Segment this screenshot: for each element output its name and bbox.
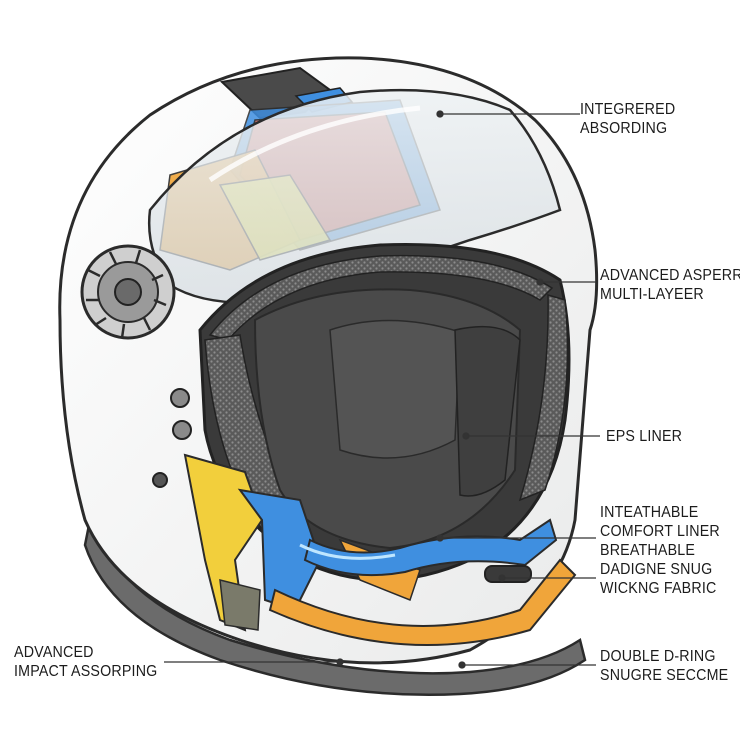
chin-strap-blue: [303, 518, 558, 577]
cheek-pad-right: [518, 293, 569, 502]
callout-line: INTEATHABLE: [600, 504, 699, 521]
visor-pivot-center: [114, 278, 142, 306]
callout-comfort-liner: INTEATHABLE COMFORT LINER BREATHABLE DAD…: [600, 503, 720, 598]
callout-line: ABSORDING: [580, 120, 668, 137]
visor-glare: [208, 105, 421, 183]
chin-strap-highlight: [299, 543, 396, 560]
callout-line: WICKNG FABRIC: [600, 580, 717, 597]
callout-line: INTEGRERED: [580, 101, 676, 118]
callout-impact-absorbing: ADVANCED IMPACT ASSORPING: [14, 643, 157, 681]
callout-line: COMFORT LINER: [600, 523, 720, 540]
side-rivet: [152, 472, 168, 488]
eps-liner-fold: [329, 319, 461, 459]
callout-line: SNUGRE SECCME: [600, 667, 729, 684]
helmet-bottom-rim: [83, 515, 587, 697]
chin-vent-button-1: [170, 388, 190, 408]
eps-liner-strip: [454, 325, 521, 497]
callout-eps-liner: EPS LINER: [606, 427, 682, 446]
callout-advanced-multilayer: ADVANCED ASPERRN MULTI-LAYEER: [600, 266, 740, 304]
callout-double-d-ring: DOUBLE D-RING SNUGRE SECCME: [600, 647, 728, 685]
callout-line: MULTI-LAYEER: [600, 286, 704, 303]
callout-integrated-absorbing: INTEGRERED ABSORDING: [580, 100, 675, 138]
callout-line: DADIGNE SNUG: [600, 561, 713, 578]
visor: [147, 88, 562, 305]
impact-layer-grey: [219, 579, 261, 631]
callout-line: BREATHABLE: [600, 542, 696, 559]
visor-pivot-teeth: [86, 249, 167, 339]
callout-line: ADVANCED ASPERRN: [600, 267, 740, 284]
callout-line: DOUBLE D-RING: [600, 648, 716, 665]
callout-line: IMPACT ASSORPING: [14, 663, 158, 680]
callout-line: ADVANCED: [14, 644, 94, 661]
chin-vent-button-2: [172, 420, 192, 440]
callout-line: EPS LINER: [606, 428, 683, 445]
chin-frame-orange: [268, 558, 577, 647]
d-ring-buckle: [484, 565, 532, 583]
comfort-liner-mesh: [208, 254, 554, 341]
callout-lines: [164, 110, 600, 669]
